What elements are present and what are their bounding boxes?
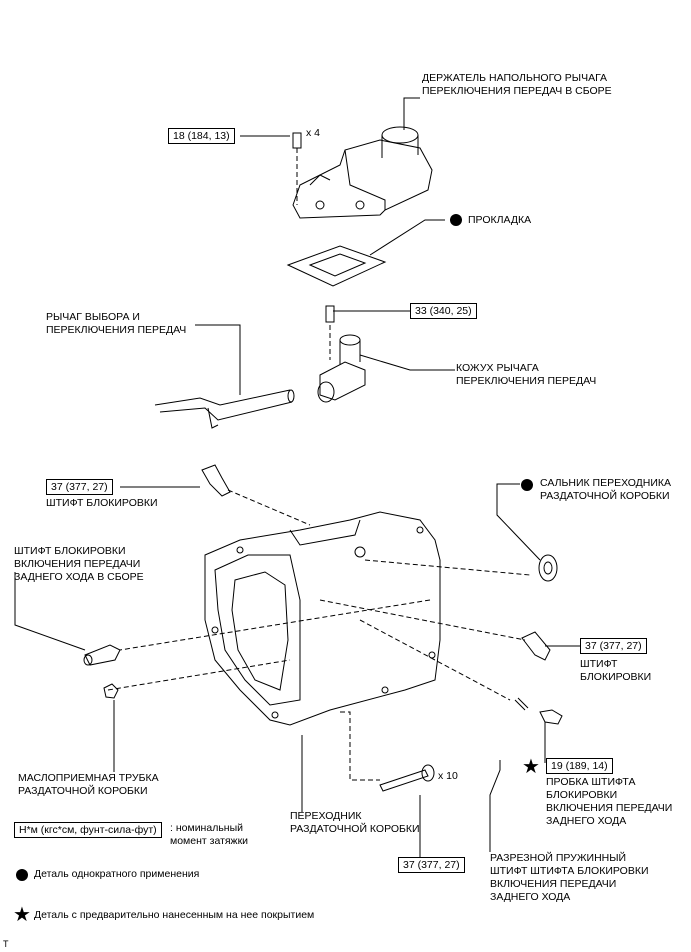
gasket-shape bbox=[286, 245, 387, 287]
leader-select-lever bbox=[195, 324, 241, 395]
retainer-bolt-shape bbox=[292, 132, 302, 149]
lever-housing-shape bbox=[317, 334, 366, 403]
leader-oil-seal bbox=[496, 483, 541, 561]
shift-lever-retainer-shape bbox=[292, 126, 433, 219]
torque-adapter-bolt: 37 (377, 27) bbox=[398, 857, 465, 873]
qty-adapter-bolts: x 10 bbox=[438, 770, 458, 782]
label-adapter: ПЕРЕХОДНИК РАЗДАТОЧНОЙ КОРОБКИ bbox=[290, 810, 420, 835]
leader-retainer bbox=[403, 97, 420, 130]
label-select-lever: РЫЧАГ ВЫБОРА И ПЕРЕКЛЮЧЕНИЯ ПЕРЕДАЧ bbox=[46, 311, 187, 336]
leader-lever-housing bbox=[359, 354, 455, 371]
corner-mark: T bbox=[3, 939, 9, 949]
torque-housing-bolt: 33 (340, 25) bbox=[410, 303, 477, 319]
torque-lock-pin-left: 37 (377, 27) bbox=[46, 479, 113, 495]
adapter-bolt-shape bbox=[379, 764, 435, 792]
leader-spring-pin bbox=[489, 760, 501, 852]
qty-retainer-bolts: x 4 bbox=[306, 127, 321, 139]
label-plug: ПРОБКА ШТИФТА БЛОКИРОВКИ ВКЛЮЧЕНИЯ ПЕРЕД… bbox=[546, 776, 673, 827]
star-icon: ★ bbox=[13, 904, 31, 926]
label-spring-pin: РАЗРЕЗНОЙ ПРУЖИННЫЙ ШТИФТ ШТИФТА БЛОКИРО… bbox=[490, 852, 649, 903]
filled-circle-icon bbox=[521, 479, 533, 491]
oil-seal-shape bbox=[538, 554, 558, 582]
label-reverse-restrict-pin-assy: ШТИФТ БЛОКИРОВКИ ВКЛЮЧЕНИЯ ПЕРЕДАЧИ ЗАДН… bbox=[14, 545, 144, 583]
leader-gasket bbox=[369, 219, 445, 256]
lock-pin-right-shape bbox=[521, 631, 551, 661]
filled-circle-icon bbox=[16, 869, 28, 881]
lock-pin-left-shape bbox=[201, 464, 231, 497]
oil-pipe-shape bbox=[103, 683, 119, 699]
transfer-adapter-shape bbox=[204, 511, 441, 726]
label-lock-pin-left: ШТИФТ БЛОКИРОВКИ bbox=[46, 497, 158, 509]
torque-lock-pin-right: 37 (377, 27) bbox=[580, 638, 647, 654]
reverse-pin-assy-shape bbox=[83, 644, 121, 666]
leader-reverse-pin-assy bbox=[14, 572, 86, 651]
legend-torque-unit: Н*м (кгс*см, фунт-сила-фут) bbox=[14, 822, 162, 838]
filled-circle-icon bbox=[450, 214, 462, 226]
legend-nonreusable: Деталь однократного применения bbox=[34, 868, 200, 880]
label-shift-lever-retainer: ДЕРЖАТЕЛЬ НАПОЛЬНОГО РЫЧАГА ПЕРЕКЛЮЧЕНИЯ… bbox=[422, 72, 612, 97]
select-lever-shape bbox=[154, 389, 295, 429]
label-oil-receiver-pipe: МАСЛОПРИЕМНАЯ ТРУБКА РАЗДАТОЧНОЙ КОРОБКИ bbox=[18, 772, 159, 797]
label-gasket: ПРОКЛАДКА bbox=[468, 214, 532, 226]
label-lock-pin-right: ШТИФТ БЛОКИРОВКИ bbox=[580, 658, 652, 683]
legend-torque-desc: : номинальный момент затяжки bbox=[170, 822, 249, 847]
label-lever-housing: КОЖУХ РЫЧАГА ПЕРЕКЛЮЧЕНИЯ ПЕРЕДАЧ bbox=[456, 362, 597, 387]
star-icon: ★ bbox=[522, 756, 540, 778]
torque-retainer-bolt: 18 (184, 13) bbox=[168, 128, 235, 144]
torque-plug: 19 (189, 14) bbox=[546, 758, 613, 774]
legend-precoated: Деталь с предварительно нанесенным на не… bbox=[34, 909, 315, 921]
label-adapter-oil-seal: САЛЬНИК ПЕРЕХОДНИКА РАЗДАТОЧНОЙ КОРОБКИ bbox=[540, 477, 672, 502]
plug-shape bbox=[539, 709, 563, 725]
